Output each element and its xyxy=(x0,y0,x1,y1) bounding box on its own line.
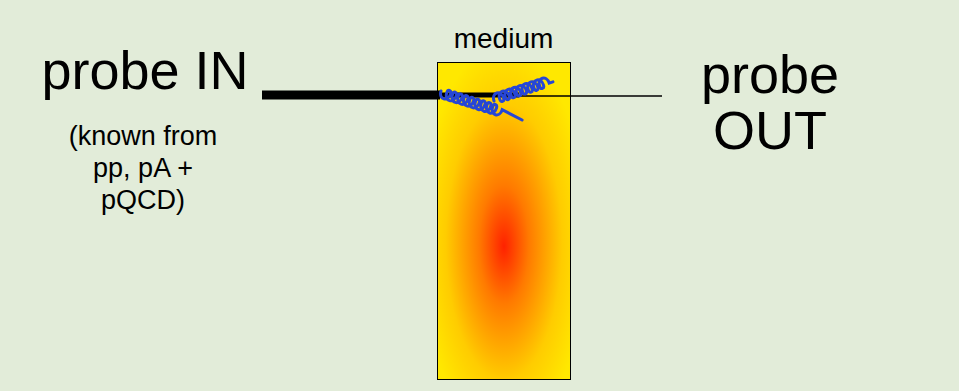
gluon-upper xyxy=(492,75,554,103)
probe-label: (known from pp, pA + pQCD) xyxy=(63,120,223,216)
probe-out-line xyxy=(517,95,662,97)
probe-label: probe OUT xyxy=(675,46,865,158)
gluon-lower xyxy=(439,88,524,122)
box-heading: medium xyxy=(454,23,554,55)
medium-box: medium xyxy=(437,62,571,380)
probe-label: probe IN xyxy=(41,40,248,100)
probe-in-line xyxy=(262,91,440,100)
medium-gradient xyxy=(437,62,571,380)
